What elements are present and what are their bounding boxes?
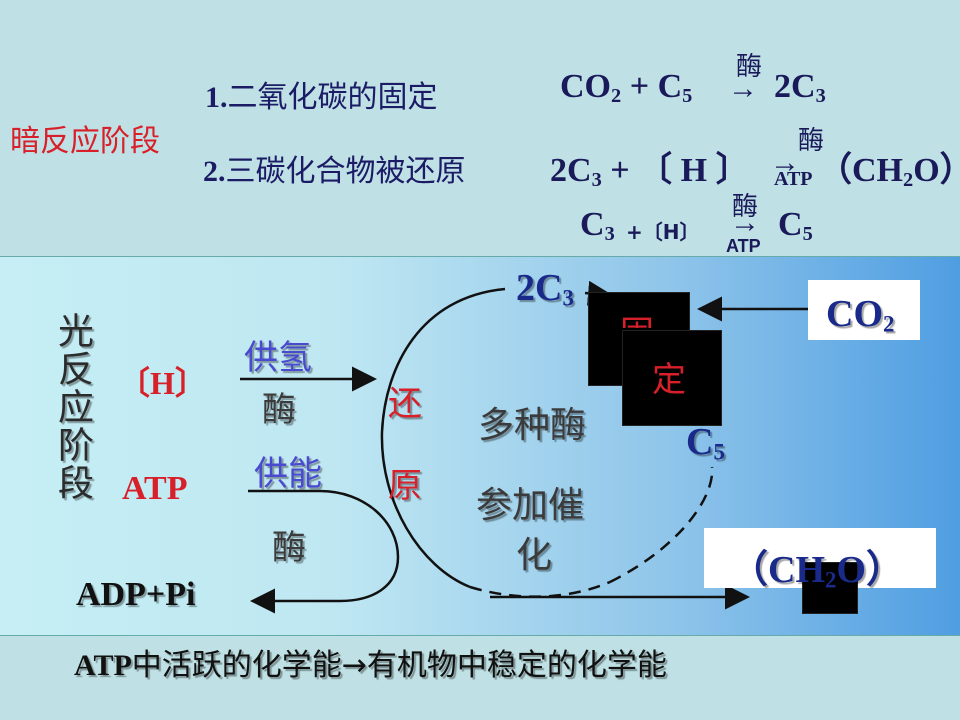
equation-1: CO2 + C5 (560, 68, 692, 108)
eq2-ch2o-close: O） (913, 152, 960, 189)
fixation-label-2: 定 (652, 360, 686, 400)
dark-reaction-title: 暗反应阶段 (10, 124, 160, 159)
eq1-2c3: 2C (774, 68, 816, 105)
eq1-enzyme: 酶 (736, 52, 763, 82)
light-reaction-label: 光反应阶段 (52, 312, 93, 502)
eq1-plus: + (621, 68, 658, 105)
catalysis-label-1: 参加催 (476, 485, 585, 526)
eq2-h: 〔 H 〕 (638, 152, 750, 189)
atp-energy-line (248, 489, 400, 614)
fixation-box-2 (622, 330, 722, 426)
ch2o-sub: 2 (825, 567, 837, 593)
reduction-label-1: 还 (388, 384, 422, 424)
step-1: 1.二氧化碳的固定 (205, 72, 438, 116)
eq1-product: 2C3 (774, 68, 826, 108)
eq2-2c3: 2C (550, 152, 592, 189)
eq1-co2: CO (560, 68, 611, 105)
supply-hydrogen-label: 供氢 (244, 338, 312, 378)
eq3-c3-sub: 3 (604, 223, 615, 246)
atp-label: ATP (122, 470, 188, 507)
cycle-arc-right (609, 466, 714, 584)
supply-energy-label: 供能 (254, 454, 322, 494)
cycle-arc-left (380, 287, 506, 589)
eq2-atp: ATP (774, 168, 813, 190)
h-label: 〔H〕 (118, 365, 207, 401)
fixation-label-1: 固 (620, 306, 654, 328)
eq2-ch2o-open: （CH (818, 152, 903, 189)
eq2-enzyme: 酶 (798, 126, 825, 156)
step-2-number: 2. (203, 155, 226, 188)
eq3-enzyme: 酶 (732, 192, 759, 222)
c5-sub: 5 (713, 439, 725, 465)
eq1-co2-sub: 2 (611, 85, 622, 108)
summary-atp: ATP (74, 649, 132, 682)
co2-sub: 2 (883, 311, 895, 337)
co2-label: CO2 (826, 292, 894, 338)
adp-pi-label: ADP+Pi (76, 576, 196, 613)
eq1-c5: C (657, 68, 683, 105)
eq3-atp: ATP (726, 236, 761, 256)
c5-label: C5 (686, 420, 725, 466)
ch2o-label: （CH2O） (730, 538, 904, 594)
c5-text: C (686, 421, 714, 463)
eq3-c5-sub: 5 (802, 223, 813, 246)
equation-3: C3 (580, 206, 615, 246)
ch2o-open: （CH (730, 549, 826, 591)
eq2-plus: + (601, 152, 639, 189)
co2-box (808, 280, 920, 340)
multi-enzyme-label: 多种酶 (478, 405, 587, 446)
step-2-text: 三碳化合物被还原 (225, 154, 466, 189)
eq1-c5-sub: 5 (682, 85, 693, 108)
cycle-arc-bottom (469, 580, 611, 598)
c3-label: 2C3 (516, 266, 574, 312)
co2-text: CO (826, 293, 883, 335)
enzyme-label-1: 酶 (262, 390, 296, 430)
eq1-arrow: → (728, 72, 758, 105)
step-1-text: 二氧化碳的固定 (227, 80, 438, 115)
catalysis-label-2: 化 (516, 535, 553, 576)
eq3-arrow: → (730, 206, 760, 239)
equation-2: 2C3 + 〔 H 〕 (550, 142, 750, 192)
eq2-ch2o-sub: 2 (903, 169, 914, 192)
eq3-product: C5 (778, 206, 813, 246)
eq2-product: （CH2O） (818, 142, 960, 192)
eq1-2c3-sub: 3 (815, 85, 826, 108)
c3-sub: 3 (562, 285, 574, 311)
c3-text: 2C (516, 267, 563, 309)
eq3-plus-h: +〔H〕 (626, 220, 700, 244)
step-1-number: 1. (205, 81, 228, 114)
eq3-c5: C (778, 206, 803, 243)
eq2-2c3-sub: 3 (591, 169, 602, 192)
energy-summary: ATP中活跃的化学能→有机物中稳定的化学能 (74, 640, 667, 684)
reduction-label-2: 原 (388, 466, 422, 506)
ch2o-black-box (802, 562, 858, 614)
step-2: 2.三碳化合物被还原 (203, 146, 466, 190)
ch2o-close: O） (836, 549, 904, 591)
diagram-arrows (240, 280, 808, 614)
summary-text: 中活跃的化学能→有机物中稳定的化学能 (131, 648, 667, 683)
eq3-c3: C (580, 206, 605, 243)
enzyme-label-2: 酶 (272, 528, 306, 568)
eq2-arrow: → (770, 146, 800, 179)
